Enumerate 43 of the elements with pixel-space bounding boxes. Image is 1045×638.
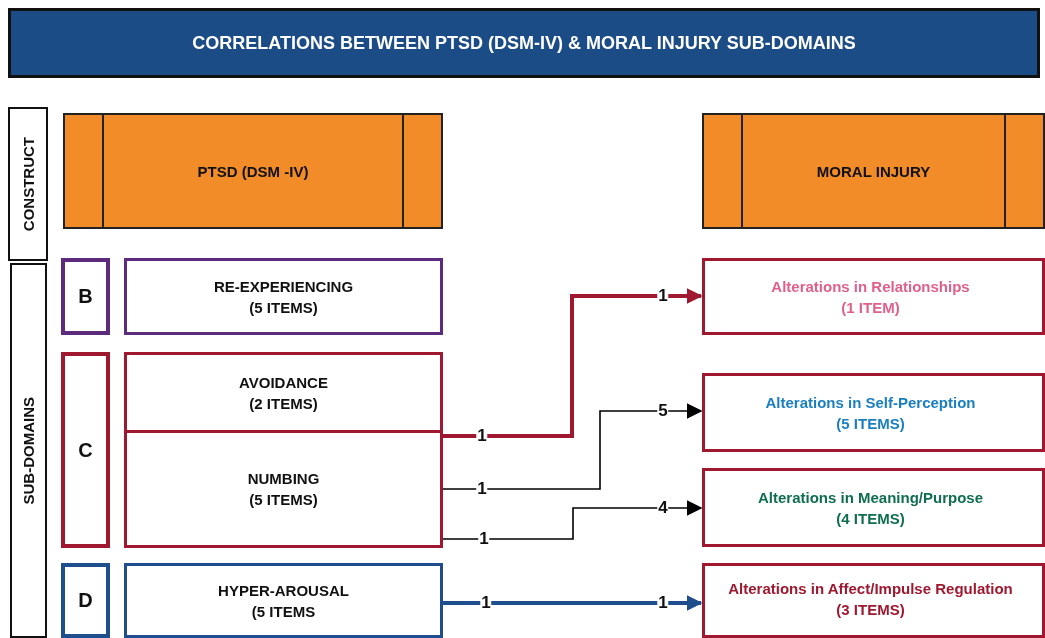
subdomain-box <box>124 352 443 433</box>
subdomain-box <box>124 430 443 548</box>
subdomain-box <box>702 373 1045 452</box>
subdomain-box <box>702 468 1045 547</box>
arrow <box>442 403 703 490</box>
subdomain-label: (5 ITEMS) <box>836 413 905 434</box>
cluster-letter-box <box>61 352 110 548</box>
title-text: CORRELATIONS BETWEEN PTSD (DSM-IV) & MORAL INJURY SUB-DOMAINS <box>192 32 856 54</box>
header-label: PTSD (DSM -IV) <box>197 161 309 182</box>
subdomain-label: (5 ITEMS <box>251 602 316 622</box>
cluster-letter: D <box>78 590 93 611</box>
section-label-box <box>10 263 47 638</box>
subdomain-box <box>124 258 443 335</box>
section-label: CONSTRUCT <box>18 136 38 232</box>
construct-header-box <box>63 113 443 229</box>
section-label: SUB-DOMAINS <box>19 396 38 505</box>
cluster-letter-box <box>61 258 110 335</box>
arrow <box>443 595 703 611</box>
subdomain-box <box>702 563 1045 638</box>
subdomain-label: Alterations in Self-Perception <box>765 392 976 413</box>
arrow <box>443 288 703 438</box>
section-label-box <box>8 107 48 261</box>
subdomain-label: RE-EXPERIENCING <box>213 276 354 297</box>
subdomain-label: AVOIDANCE <box>239 372 328 393</box>
subdomain-label: HYPER-AROUSAL <box>218 581 349 601</box>
subdomain-label: (4 ITEMS) <box>836 508 905 529</box>
subdomain-label: Alterations in Relationships <box>771 276 970 297</box>
cluster-letter: C <box>78 439 93 461</box>
subdomain-label: (5 ITEMS) <box>249 490 318 510</box>
cluster-letter-box <box>61 563 110 638</box>
arrow <box>442 500 703 540</box>
subdomain-label: (1 ITEM) <box>841 297 900 318</box>
header-label: MORAL INJURY <box>816 161 931 182</box>
subdomain-label: NUMBING <box>247 469 320 489</box>
subdomain-label: (5 ITEMS) <box>249 297 318 318</box>
subdomain-label: Alterations in Meaning/Purpose <box>758 487 983 508</box>
subdomain-label: (3 ITEMS) <box>836 600 905 620</box>
cluster-letter: B <box>78 286 93 307</box>
subdomain-label: (2 ITEMS) <box>249 393 318 414</box>
subdomain-box <box>702 258 1045 335</box>
construct-header-box <box>702 113 1045 229</box>
subdomain-box <box>124 563 443 638</box>
subdomain-label: Alterations in Affect/Impulse Regulation <box>728 579 1013 599</box>
